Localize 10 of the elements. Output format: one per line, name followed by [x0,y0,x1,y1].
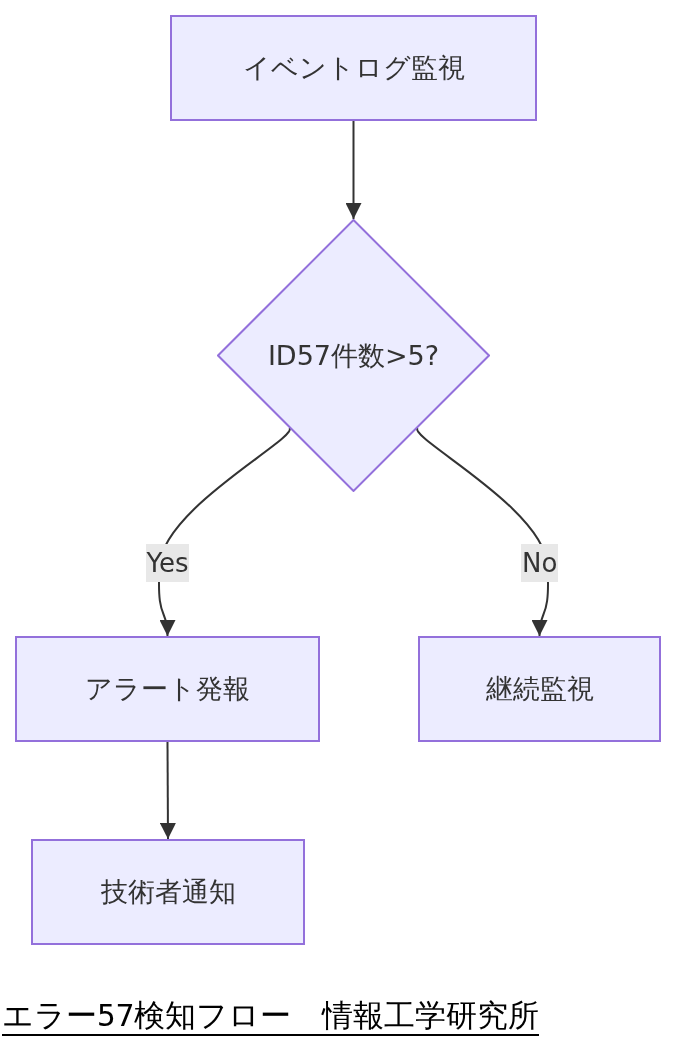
arrow [159,741,176,840]
process-box: 技術者通知 [31,839,305,945]
process-box: イベントログ監視 [170,15,537,121]
arrow [345,120,362,220]
caption: エラー57検知フロー 情報工学研究所 [2,996,540,1036]
edge-label: Yes [145,544,190,582]
process-box: アラート発報 [15,636,320,742]
decision-diamond: ID57件数>5? [217,219,490,492]
process-box: 継続監視 [418,636,661,742]
edge-label: No [521,544,559,582]
